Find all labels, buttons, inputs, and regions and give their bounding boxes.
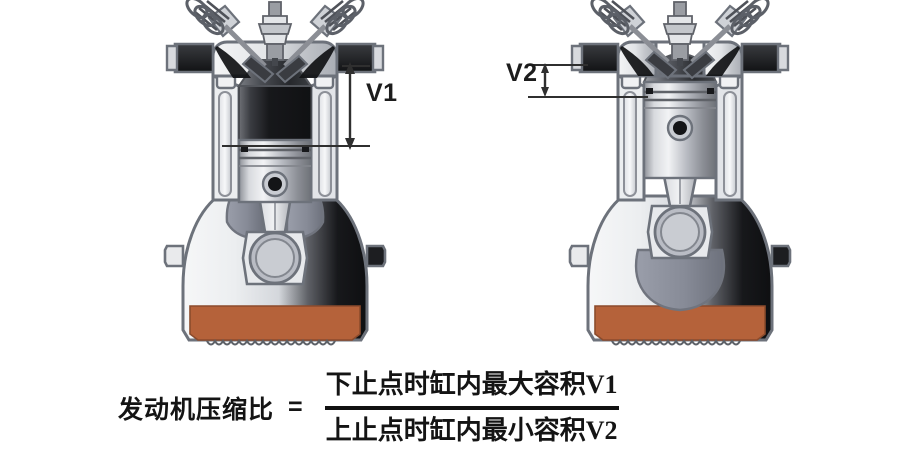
formula-denominator: 上止点时缸内最小容积V2 xyxy=(325,416,618,446)
v1-dimension-arrow xyxy=(345,62,355,150)
equals-sign: = xyxy=(288,393,303,422)
v2-extension-lines xyxy=(528,64,648,98)
formula-fraction: 下止点时缸内最大容积V1 上止点时缸内最小容积V2 xyxy=(324,368,619,448)
oil-pan xyxy=(189,305,361,341)
compression-ratio-formula: 发动机压缩比 = 下止点时缸内最大容积V1 上止点时缸内最小容积V2 xyxy=(0,368,908,468)
cylinder-block xyxy=(616,70,744,202)
v1-extension-lines xyxy=(222,65,370,147)
formula-left-side: 发动机压缩比 xyxy=(118,396,275,424)
exhaust-valve xyxy=(682,0,770,80)
valve-spring xyxy=(320,0,365,36)
engine-cross-section-right xyxy=(568,0,792,346)
engine-cross-section-left xyxy=(163,0,387,346)
exhaust-valve xyxy=(275,0,365,84)
spark-plug xyxy=(662,1,698,66)
intake-valve xyxy=(590,0,678,80)
cylinder-block xyxy=(211,70,339,202)
formula-numerator: 下止点时缸内最大容积V1 xyxy=(325,370,618,399)
v1-label: V1 xyxy=(366,79,398,107)
cylinder-head xyxy=(570,40,790,78)
spark-plug xyxy=(257,1,293,66)
piston xyxy=(237,138,313,204)
valve-spring xyxy=(725,0,770,36)
valve-spring xyxy=(590,0,635,36)
piston xyxy=(642,80,718,180)
crankshaft xyxy=(635,118,725,312)
v2-dimension-arrow xyxy=(541,63,549,97)
valve-spring xyxy=(185,0,230,36)
v2-label: V2 xyxy=(506,59,538,87)
fraction-bar xyxy=(324,406,619,411)
oil-pan xyxy=(594,305,766,341)
intake-valve xyxy=(185,0,275,84)
